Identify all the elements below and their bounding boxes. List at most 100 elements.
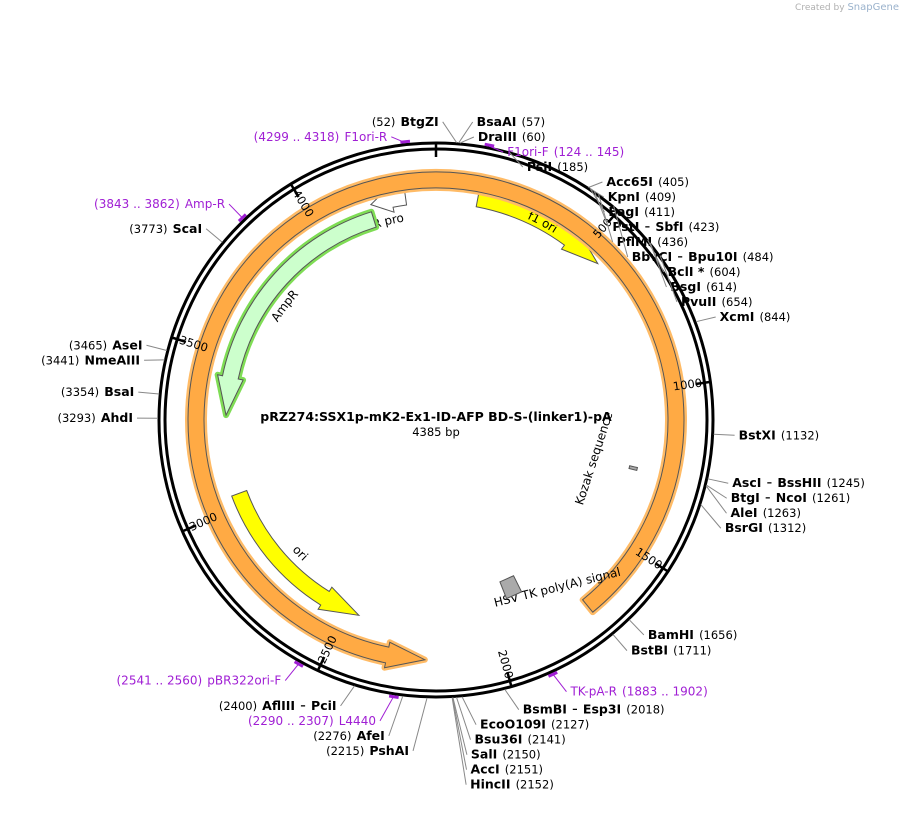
feature-label: ori [290, 542, 311, 563]
tick-mark [695, 380, 712, 386]
enzyme-position: (1245) [827, 476, 865, 490]
enzyme-name: BstBI [631, 642, 668, 657]
enzyme-label: PvuII (654) [681, 291, 753, 310]
enzyme-name: Esp3I [583, 701, 621, 716]
primer-label: (2290 .. 2307) L4440 [248, 710, 376, 729]
enzyme-label: DraIII (60) [478, 126, 546, 145]
primer-label: (4299 .. 4318) F1ori-R [254, 126, 388, 145]
enzyme-name: DraIII [478, 128, 517, 143]
enzyme-position: (2152) [516, 777, 554, 791]
enzyme-site-bsgi: BsgI (614) [649, 242, 737, 295]
enzyme-name: AleI [731, 505, 758, 520]
enzyme-name: BsaAI [477, 113, 517, 128]
enzyme-site-bstbi: BstBI (1711) [612, 634, 711, 657]
primer-range: (2290 .. 2307) [248, 713, 334, 727]
enzyme-label: PflMI (436) [617, 231, 689, 250]
enzyme-label: KpnI (409) [608, 186, 676, 205]
enzyme-position: (2018) [626, 702, 664, 716]
enzyme-site-afliii: (2400) AflIII - PciI [219, 685, 355, 714]
leader-line [340, 685, 355, 707]
feature-box [499, 575, 523, 600]
enzyme-name: BbvCI [632, 248, 672, 263]
primer-range: (3843 .. 3862) [94, 197, 180, 211]
enzyme-name: EcoO109I [480, 716, 546, 731]
enzyme-label: EcoO109I (2127) [480, 714, 589, 733]
enzyme-name: PstI [612, 218, 639, 233]
tick-mark [180, 524, 197, 533]
enzyme-position: (185) [557, 159, 588, 173]
primer-label: (3843 .. 3862) Amp-R [94, 194, 225, 213]
enzyme-site-xcmi: XcmI (844) [695, 306, 791, 325]
enzyme-site-btgi: BtgI - NcoI (1261) [706, 484, 851, 507]
enzyme-position: (654) [722, 294, 753, 308]
feature-label: Kozak sequence [572, 410, 615, 506]
enzyme-label: HincII (2152) [470, 774, 554, 793]
enzyme-name: AfeI [357, 727, 385, 742]
primer-name: Amp-R [185, 197, 225, 211]
enzyme-name: BsmBI [523, 701, 567, 716]
enzyme-site-nmeaiii: (3441) NmeAIII [41, 350, 165, 369]
enzyme-site-bsu36i: Bsu36I (2141) [456, 697, 566, 748]
enzyme-name: HincII [470, 776, 510, 791]
enzyme-label: (52) BtgZI [372, 111, 439, 130]
enzyme-label: XcmI (844) [720, 306, 791, 325]
enzyme-site-kpni: KpnI (409) [589, 186, 676, 205]
leader-line [700, 504, 722, 529]
enzyme-position: (3773) [129, 221, 167, 235]
enzyme-name: EagI [608, 203, 639, 218]
enzyme-label: BamHI (1656) [648, 624, 737, 643]
primer-label: TK-pA-R (1883 .. 1902) [569, 681, 707, 700]
feature-unlabeled [499, 575, 523, 600]
tick-mark [316, 656, 326, 672]
snapgene-logo: SnapGene [847, 2, 899, 13]
enzyme-name: PsiI [527, 158, 552, 173]
leader-line [138, 391, 160, 395]
feature-kozak-sequence: Kozak sequence [572, 410, 639, 507]
enzyme-label: AleI (1263) [731, 503, 801, 522]
enzyme-label: BstXI (1132) [739, 425, 820, 444]
enzyme-site-bcli: BclI * (604) [647, 239, 740, 278]
primer-f1ori-f: F1ori-F (124 .. 145) [484, 142, 624, 158]
primer-range: (4299 .. 4318) [254, 129, 340, 143]
primer-binding-mark [400, 139, 411, 144]
enzyme-position: (2400) [219, 698, 257, 712]
leader-line [647, 239, 665, 273]
leader-line [458, 121, 474, 144]
leader-line [659, 255, 678, 303]
primer-label: (2541 .. 2560) pBR322ori-F [117, 670, 282, 689]
enzyme-label: AccI (2151) [471, 759, 544, 778]
enzyme-position: (405) [658, 174, 689, 188]
enzyme-site-pshai: (2215) PshAI [326, 697, 428, 757]
enzyme-name: SbfI [655, 218, 683, 233]
enzyme-position: (2150) [502, 747, 540, 761]
primer-f1ori-r: (4299 .. 4318) F1ori-R [254, 126, 411, 145]
enzyme-label: (3441) NmeAIII [41, 350, 140, 369]
leader-line [695, 316, 716, 323]
leader-line [284, 662, 300, 681]
feature-ori: ori [231, 489, 361, 617]
enzyme-name: BtgZI [401, 113, 439, 128]
primer-l4440: (2290 .. 2307) L4440 [248, 694, 399, 729]
enzyme-label: BbvCI - Bpu10I (484) [632, 246, 774, 265]
credit-prefix: Created by [795, 3, 845, 13]
enzyme-position: (1312) [768, 521, 806, 535]
leader-line [613, 206, 629, 258]
primer-binding-mark [388, 694, 399, 699]
enzyme-position: (3465) [69, 338, 107, 352]
primer-binding-mark [293, 660, 304, 668]
enzyme-label: SalI (2150) [471, 744, 541, 763]
enzyme-label: BtgI - NcoI (1261) [731, 488, 851, 507]
leader-line [628, 619, 645, 636]
leader-line [146, 344, 167, 352]
tick-mark [170, 335, 187, 344]
enzyme-name: PvuII [681, 293, 717, 308]
enzyme-name: NcoI [776, 490, 807, 505]
enzyme-label: (2276) AfeI [313, 725, 385, 744]
enzyme-label: BsgI (614) [670, 276, 737, 295]
feature-arrow [231, 489, 361, 617]
primer-binding-mark [484, 142, 495, 148]
enzyme-position: (2151) [505, 762, 543, 776]
enzyme-label: Bsu36I (2141) [474, 729, 565, 748]
